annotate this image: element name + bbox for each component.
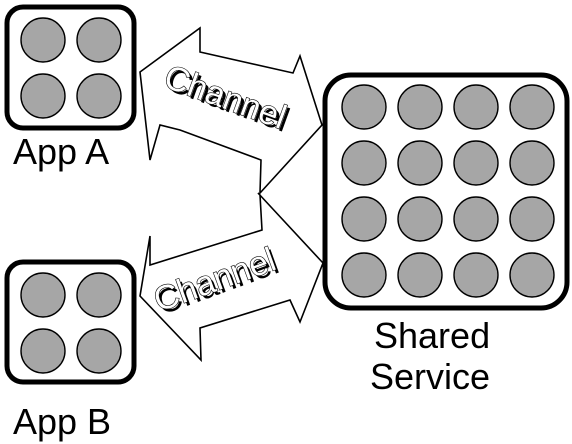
- shared-service-dot-12: [509, 196, 555, 242]
- shared-service-box: [322, 72, 570, 311]
- app-b-dot-2: [76, 272, 122, 318]
- shared-service-dot-4: [509, 84, 555, 130]
- shared-service-dot-15: [453, 252, 499, 298]
- app-a-label: App A: [13, 131, 109, 172]
- shared-service-dot-9: [341, 196, 387, 242]
- shared-service-dot-10: [397, 196, 443, 242]
- shared-service-label-line1: Shared: [374, 315, 490, 356]
- shared-service-dot-11: [453, 196, 499, 242]
- shared-service-dot-2: [397, 84, 443, 130]
- shared-service-node: Shared Service: [322, 72, 570, 397]
- shared-service-dot-13: [341, 252, 387, 298]
- shared-service-dot-5: [341, 140, 387, 186]
- app-b-label: App B: [13, 401, 111, 442]
- shared-service-dot-16: [509, 252, 555, 298]
- shared-service-dot-3: [453, 84, 499, 130]
- app-a-node: App A: [4, 4, 137, 172]
- shared-service-dot-1: [341, 84, 387, 130]
- app-b-dot-1: [20, 272, 66, 318]
- shared-service-dot-7: [453, 140, 499, 186]
- shared-service-label-line2: Service: [370, 356, 490, 397]
- app-a-dot-4: [76, 73, 122, 119]
- app-a-dot-3: [20, 73, 66, 119]
- channel-arrow-bottom: Channel Channel: [139, 192, 324, 363]
- app-b-dot-4: [76, 328, 122, 374]
- app-b-dots: [20, 272, 122, 374]
- shared-service-dot-8: [509, 140, 555, 186]
- shared-service-dot-6: [397, 140, 443, 186]
- app-a-dots: [20, 17, 122, 119]
- app-b-dot-3: [20, 328, 66, 374]
- shared-service-dot-14: [397, 252, 443, 298]
- channel-arrow-top: Channel Channel: [139, 26, 323, 196]
- shared-service-dots: [341, 84, 555, 298]
- app-a-dot-1: [20, 17, 66, 63]
- app-b-node: App B: [4, 259, 137, 442]
- app-a-dot-2: [76, 17, 122, 63]
